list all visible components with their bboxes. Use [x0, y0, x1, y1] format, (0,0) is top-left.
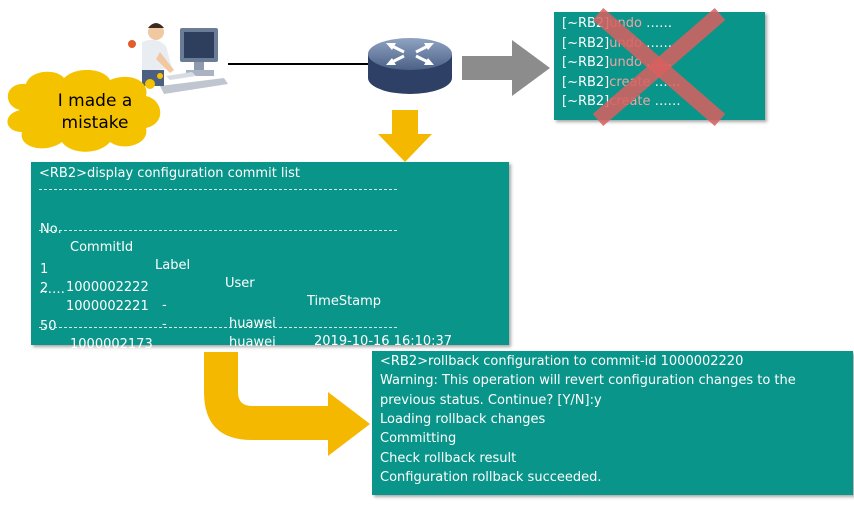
- undo-command: undo: [609, 55, 642, 70]
- rollback-line: <RB2>rollback configuration to commit-id…: [380, 354, 744, 369]
- cell-user: anonymous: [229, 373, 305, 388]
- rollback-line: Committing: [380, 431, 457, 447]
- divider: [39, 230, 397, 231]
- cell-no: 2: [40, 281, 49, 296]
- rollback-terminal: <RB2>rollback configuration to commit-id…: [372, 351, 853, 495]
- rollback-line: Configuration rollback succeeded.: [380, 469, 602, 485]
- network-link: [228, 63, 368, 65]
- cell-no: 1: [40, 262, 49, 277]
- thought-bubble: [7, 70, 163, 152]
- commit-list-terminal: <RB2>display configuration commit list N…: [31, 162, 509, 406]
- cell-label: -: [168, 355, 173, 370]
- prompt: [~RB2]: [562, 94, 610, 109]
- undo-commands-panel: [~RB2]undo ……[~RB2]undo ……[~RB2]undo ……[…: [554, 7, 765, 127]
- divider: [39, 189, 397, 190]
- commit-list-header: No. CommitId Label User TimeStamp: [31, 203, 509, 329]
- cell-no: 50: [40, 319, 57, 334]
- bubble-text: I made a mistake: [40, 90, 150, 134]
- arrow-down-icon: [378, 110, 432, 162]
- router-icon: [368, 38, 452, 94]
- header-timestamp: TimeStamp: [307, 294, 382, 309]
- cell-commit-id: 1000002173: [70, 337, 153, 352]
- rollback-line: Warning: This operation will revert conf…: [380, 373, 796, 389]
- ellipsis: ……: [641, 16, 673, 31]
- prompt: [~RB: [562, 16, 596, 31]
- header-label: Label: [155, 258, 191, 273]
- row-ellipsis: ……: [39, 282, 65, 297]
- user-at-computer-icon: [128, 23, 228, 94]
- arrow-right-icon: [462, 40, 550, 96]
- rollback-line: Check rollback result: [380, 450, 517, 466]
- prompt: [~RB2]: [562, 55, 610, 70]
- cell-label: -: [162, 298, 167, 313]
- rollback-line: previous status. Continue? [Y/N]:y: [380, 392, 602, 408]
- ellipsis: ……: [650, 94, 681, 109]
- table-row: 1 1000002222 - huawei 2019-10-16 16:10:3…: [31, 243, 509, 369]
- ellipsis: ……: [641, 35, 673, 51]
- bubble-line-2: mistake: [61, 113, 129, 133]
- header-commit-id: CommitId: [70, 240, 134, 255]
- header-no: No.: [40, 222, 62, 237]
- cell-label: -: [162, 317, 167, 332]
- bubble-line-1: I made a: [57, 91, 133, 111]
- cross-icon: [592, 7, 726, 127]
- divider: [39, 327, 397, 328]
- curved-arrow-icon: [204, 352, 370, 456]
- cell-user: huawei: [229, 335, 276, 350]
- header-user: User: [225, 276, 255, 291]
- prompt: [~RB2]: [562, 74, 610, 90]
- cell-commit-id: 1000002221: [66, 299, 149, 314]
- cell-commit-id: 1000002222: [66, 280, 149, 295]
- prompt: [~RB2]: [562, 35, 610, 51]
- commit-list-command: <RB2>display configuration commit list: [39, 166, 301, 181]
- cell-timestamp: 2019-10-16 16:10:37: [314, 334, 453, 349]
- rollback-line: Loading rollback changes: [380, 411, 546, 427]
